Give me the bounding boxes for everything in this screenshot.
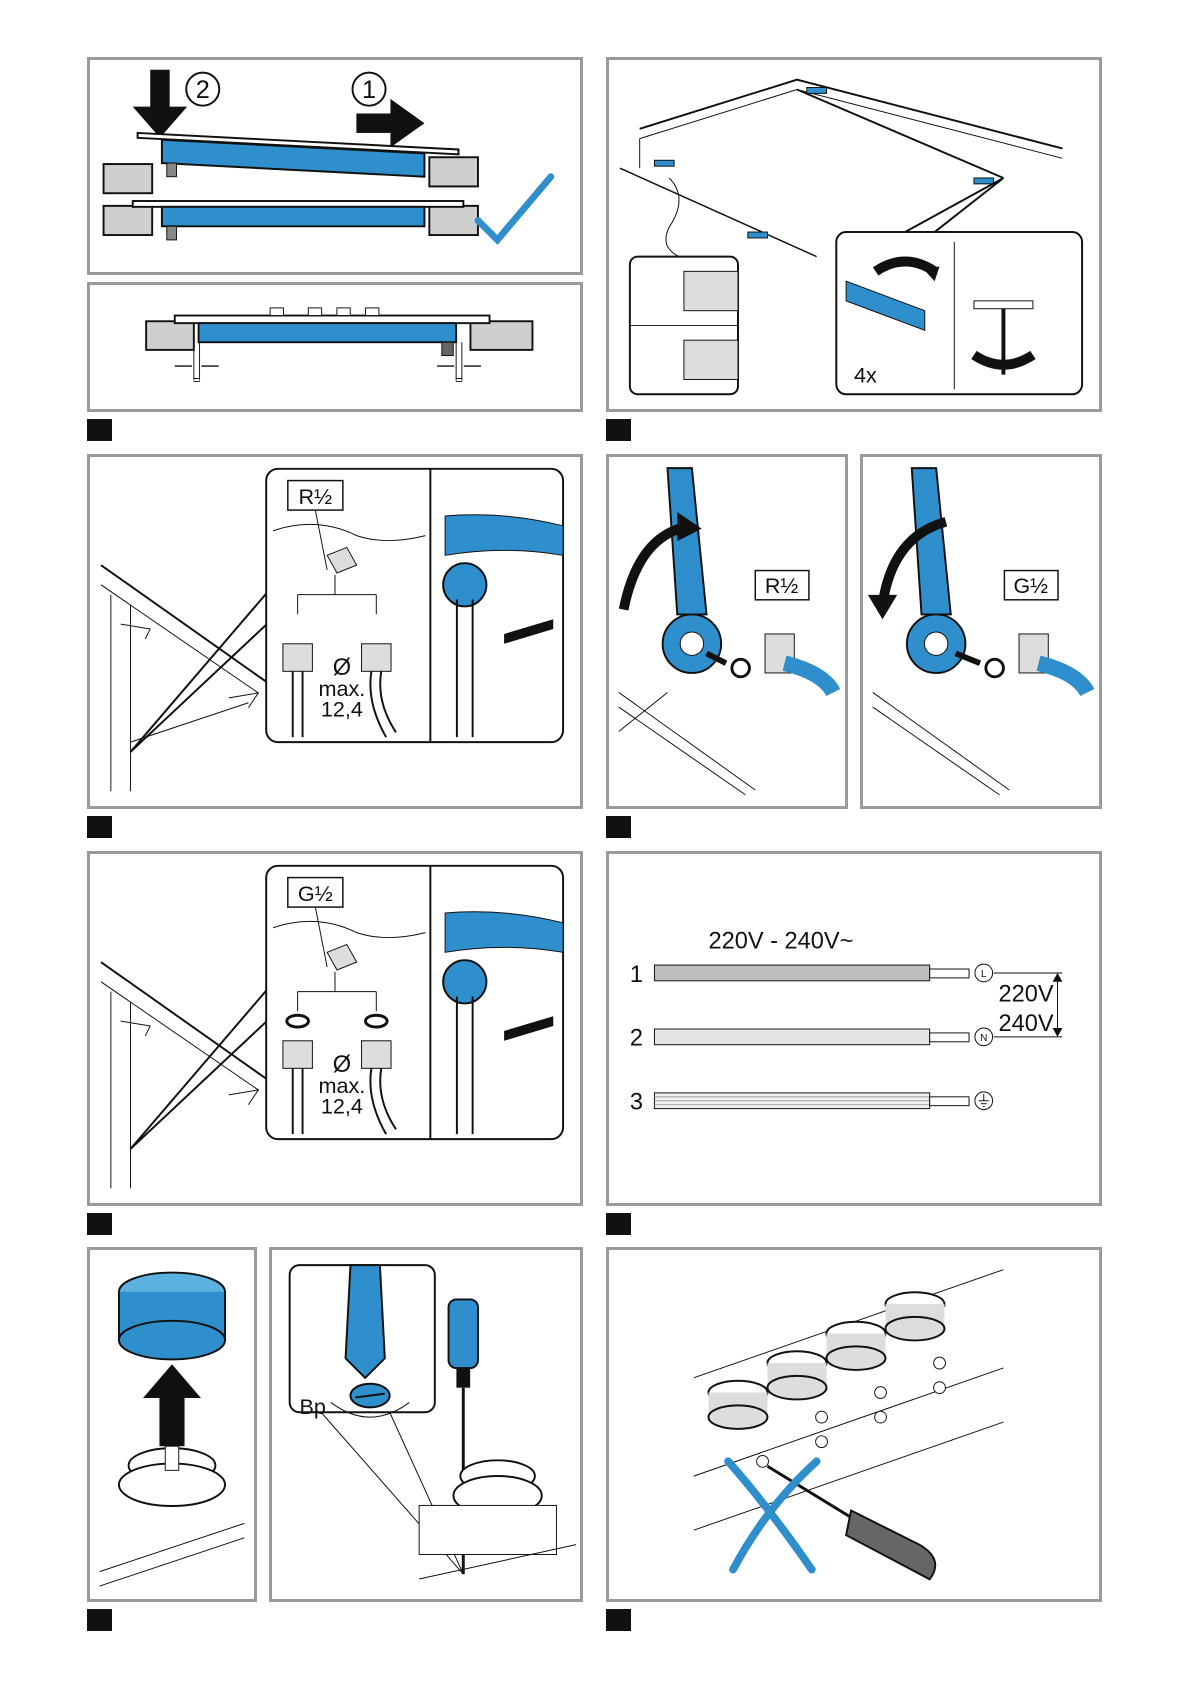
step-marker [606,419,631,441]
do-not-unscrew-illustration [609,1250,1099,1599]
panel-remove-knob [87,1247,257,1602]
panel-wrench-r: R½ [606,454,848,809]
step-marker [87,419,112,441]
thread-label: R½ [765,574,798,598]
gas-nut [283,1041,312,1069]
wrench-g-illustration: G½ [863,457,1099,806]
wire-number: 3 [630,1089,643,1115]
svg-text:=: = [455,372,463,387]
step-marker [606,1213,631,1235]
step-number-1: 1 [362,76,376,104]
bypass-screw-illustration: Bp [272,1250,580,1599]
panel-bypass-screw: Bp [269,1247,583,1602]
step-marker [87,1213,112,1235]
screwdriver-blade [346,1265,385,1378]
seal-ring [365,1015,387,1027]
gas-connection-r-illustration: R½ Ø max. 12,4 [90,457,580,806]
panel-wrench-g: G½ [860,454,1102,809]
gas-nut [362,644,391,672]
wire-number: 2 [630,1025,643,1051]
hob-insertion-illustration: 2 1 [90,60,580,272]
quantity-label: 4x [854,362,877,387]
panel-do-not-unscrew [606,1247,1102,1602]
screw [757,1455,769,1467]
step-marker [87,816,112,838]
wire-live [654,965,929,981]
panel-hob-side-view: = = [87,282,583,412]
gas-connection-g-illustration: G½ Ø max. 12,4 [90,854,580,1203]
control-knob [767,1351,826,1399]
wire-number: 1 [630,961,643,987]
remove-knob-illustration [90,1250,254,1599]
fixing-clip [654,160,674,166]
wrench-icon [668,468,707,614]
step-number-2: 2 [196,76,210,104]
thread-label: G½ [298,881,333,906]
step-marker [87,1609,112,1631]
step-marker [606,1609,631,1631]
earth-icon [975,1092,993,1110]
wire-neutral [654,1029,929,1045]
step-marker [606,816,631,838]
arrow-down-icon [133,70,187,138]
arrow-up-icon [143,1364,201,1446]
voltage-range-top: 220V [999,980,1054,1006]
gas-nut [362,1041,391,1069]
worktop-right [429,157,478,186]
wrench-r-illustration: R½ [609,457,845,806]
panel-fixing-clips: 4x [606,57,1102,412]
panel-gas-connection-g: G½ Ø max. 12,4 [87,851,583,1206]
svg-text:L: L [981,969,987,980]
panel-hob-insertion: 2 1 [87,57,583,275]
prohibited-icon [728,1461,816,1569]
svg-text:N: N [980,1033,987,1044]
thread-label: R½ [299,484,333,509]
gas-nut [283,644,312,672]
panel-electrical-wiring: 220V - 240V~ 1 L 2 N 3 220V [606,851,1102,1206]
hob-body [199,323,457,342]
fixing-clips-illustration: 4x [609,60,1099,409]
control-knob [826,1322,885,1370]
control-knob [709,1381,768,1429]
thread-label: G½ [1013,574,1048,598]
control-knob [885,1292,944,1340]
max-value: 12,4 [321,697,363,722]
panel-gas-connection-r: R½ Ø max. 12,4 [87,454,583,809]
checkmark-icon [478,177,551,240]
wiring-illustration: 220V - 240V~ 1 L 2 N 3 220V [609,854,1099,1203]
bypass-label: Bp [299,1394,325,1419]
seal-ring [287,1015,309,1027]
svg-text:=: = [193,372,201,387]
worktop-left [104,164,153,193]
hob-side-illustration: = = [90,285,580,409]
max-value: 12,4 [321,1094,363,1119]
voltage-label: 220V - 240V~ [709,927,854,953]
voltage-range-bottom: 240V [999,1010,1054,1036]
